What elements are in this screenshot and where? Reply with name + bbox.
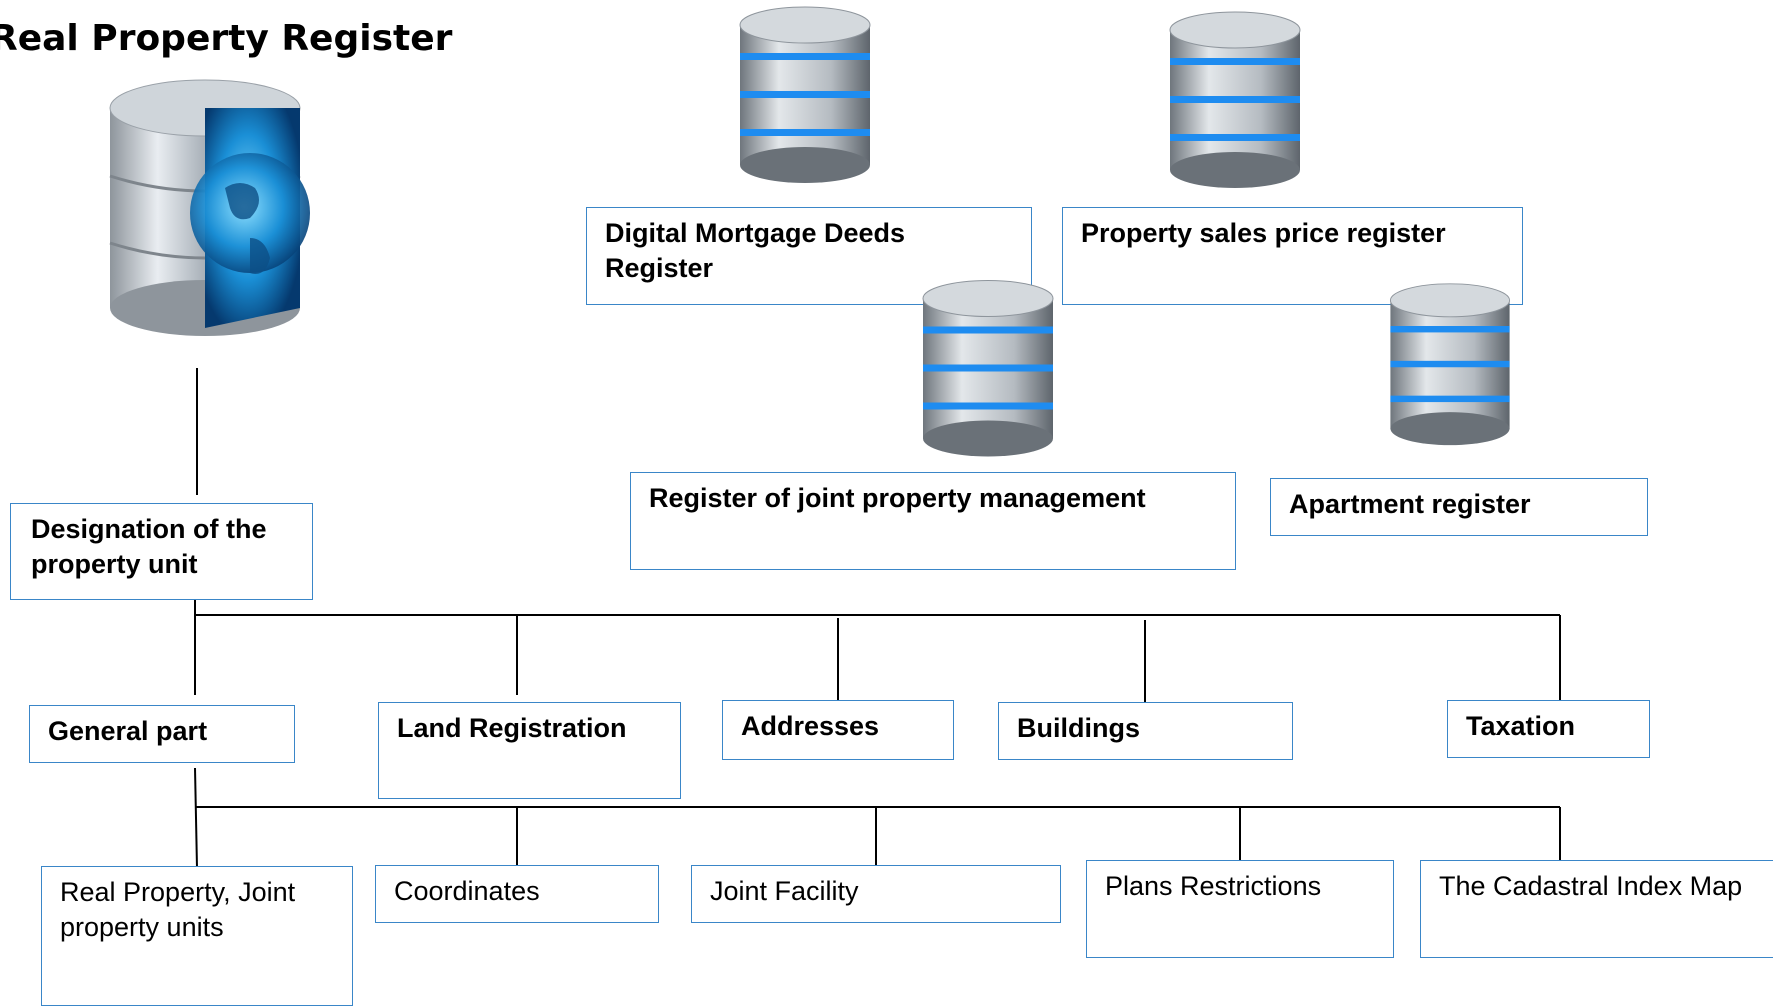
diagram-title: Real Property Register <box>0 18 453 59</box>
buildings-box: Buildings <box>998 702 1293 760</box>
sales-price-register-label: Property sales price register <box>1081 218 1446 248</box>
cadastral-index-map-label: The Cadastral Index Map <box>1439 871 1743 901</box>
joint-property-management-register-label: Register of joint property management <box>649 483 1146 513</box>
joint-facility-label: Joint Facility <box>710 876 859 906</box>
land-registration-box: Land Registration <box>378 702 681 799</box>
taxation-label: Taxation <box>1466 711 1576 741</box>
land-registration-label: Land Registration <box>397 713 627 743</box>
coordinates-label: Coordinates <box>394 876 540 906</box>
general-part-box: General part <box>29 705 295 763</box>
plans-restrictions-box: Plans Restrictions <box>1086 860 1394 958</box>
digital-mortgage-register-label: Digital Mortgage Deeds Register <box>605 218 906 283</box>
addresses-box: Addresses <box>722 700 954 760</box>
apartment-register-label: Apartment register <box>1289 489 1531 519</box>
plans-restrictions-label: Plans Restrictions <box>1105 871 1322 901</box>
globe-database-icon <box>109 79 310 336</box>
database-icon <box>739 6 871 183</box>
database-icon <box>1169 11 1301 188</box>
joint-facility-box: Joint Facility <box>691 865 1061 923</box>
taxation-box: Taxation <box>1447 700 1650 758</box>
addresses-label: Addresses <box>741 711 880 741</box>
general-part-label: General part <box>48 716 208 746</box>
cadastral-index-map-box: The Cadastral Index Map <box>1420 860 1773 958</box>
coordinates-box: Coordinates <box>375 865 659 923</box>
joint-property-management-register-box: Register of joint property management <box>630 472 1236 570</box>
database-icon <box>1389 283 1511 446</box>
connector-general-down <box>194 767 198 869</box>
real-property-label: Real Property, Joint property units <box>60 877 296 942</box>
digital-mortgage-register-box: Digital Mortgage Deeds Register <box>586 207 1032 305</box>
designation-box: Designation of the property unit <box>10 503 313 600</box>
database-icon <box>922 280 1054 457</box>
buildings-label: Buildings <box>1017 713 1140 743</box>
designation-label: Designation of the property unit <box>31 514 267 579</box>
apartment-register-box: Apartment register <box>1270 478 1648 536</box>
real-property-box: Real Property, Joint property units <box>41 866 353 1006</box>
